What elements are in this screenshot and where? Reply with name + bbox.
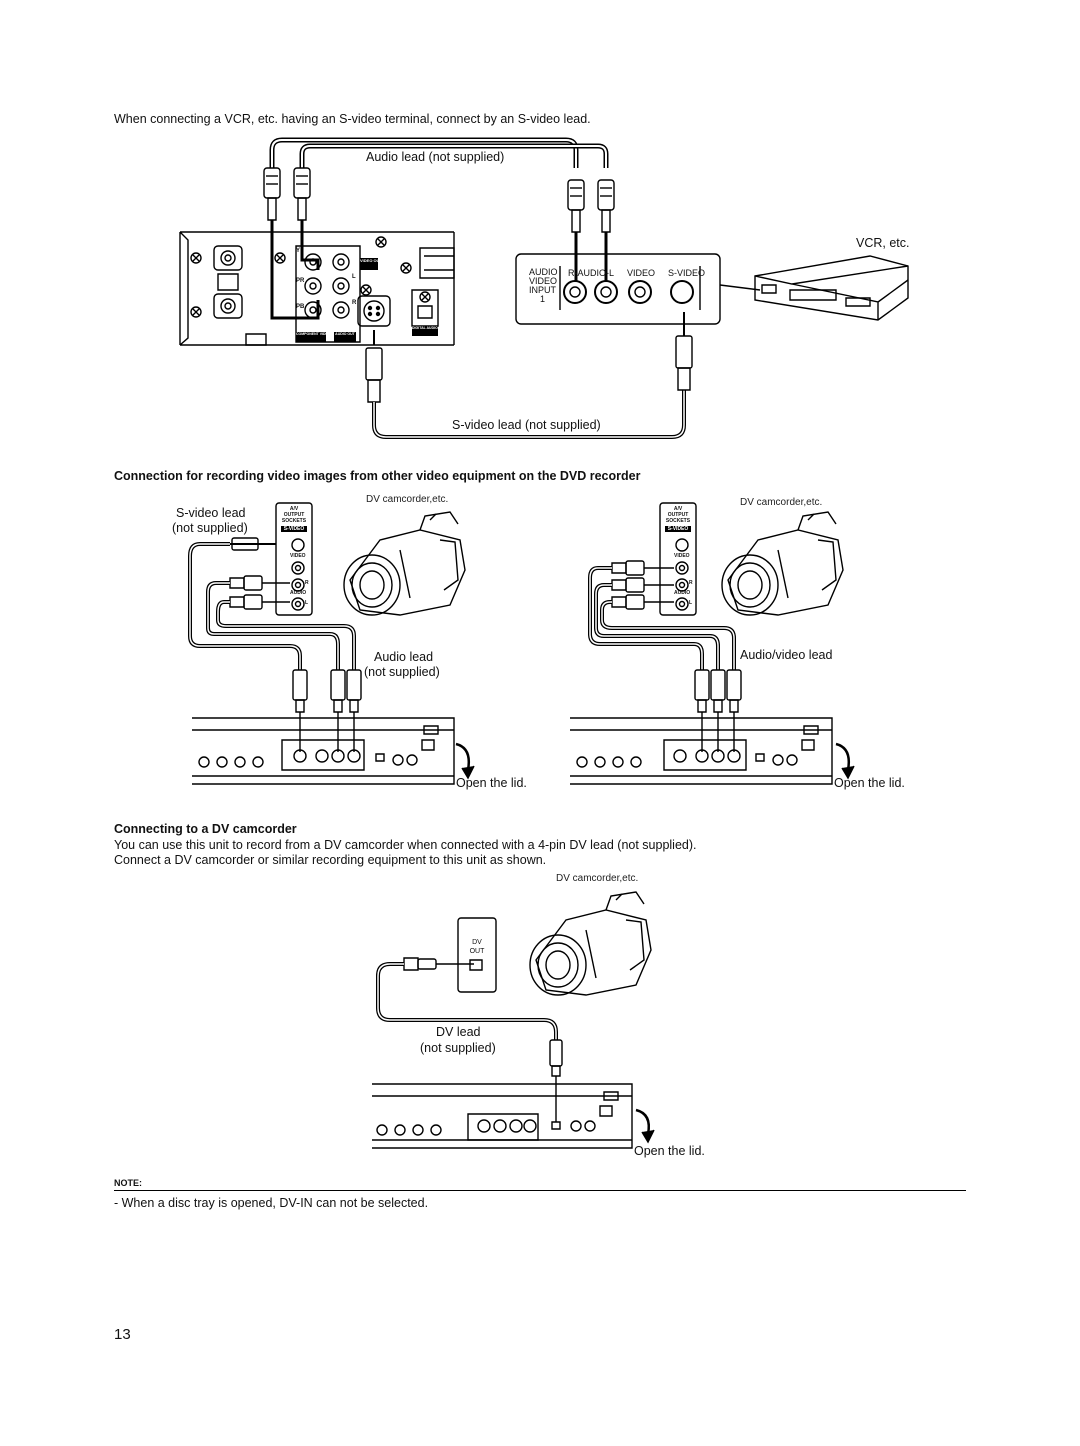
dv-out-label: DV OUT bbox=[469, 939, 485, 955]
av-r-right: R bbox=[689, 580, 693, 586]
dv-camcorder-label-right: DV camcorder,etc. bbox=[740, 497, 823, 508]
dv-text-line2: Connect a DV camcorder or similar record… bbox=[114, 853, 547, 867]
av-video-left: VIDEO bbox=[290, 553, 306, 559]
av-r-left: R bbox=[305, 580, 309, 586]
video-out-label: VIDEO OUT bbox=[360, 258, 382, 270]
digital-out-label: DIGITAL AUDIO OUT bbox=[412, 326, 446, 336]
av-audio-left: AUDIO bbox=[290, 590, 307, 596]
av-l-left: L bbox=[305, 600, 309, 606]
vcr-label: VCR, etc. bbox=[856, 236, 910, 250]
av-sockets-right: A/V OUTPUT SOCKETS S-VIDEO bbox=[665, 506, 691, 532]
note-divider bbox=[114, 1190, 966, 1191]
audio-not-supplied-label: (not supplied) bbox=[364, 665, 440, 679]
y-label: Y bbox=[296, 248, 301, 254]
audio-lead-label-2: Audio lead bbox=[374, 650, 434, 664]
recording-heading: Connection for recording video images fr… bbox=[114, 469, 641, 483]
open-lid-label-left: Open the lid. bbox=[456, 776, 527, 790]
svideo-label: S-VIDEO bbox=[668, 268, 706, 278]
av-audio-right: AUDIO bbox=[674, 590, 691, 596]
note-item: - When a disc tray is opened, DV-IN can … bbox=[114, 1196, 429, 1210]
pb-label: PB bbox=[296, 304, 305, 310]
vcr-panel-labels: AUDIO VIDEO INPUT 1 bbox=[529, 267, 558, 304]
figure-dv-connection bbox=[0, 880, 1080, 1170]
dv-lead-label: DV lead bbox=[436, 1025, 481, 1039]
component-label: COMPONENT VIDEO OUT bbox=[296, 332, 339, 342]
audio-out-label: AUDIO OUT bbox=[334, 332, 356, 342]
svideo-lead-label: S-video lead (not supplied) bbox=[452, 418, 601, 432]
open-lid-label-right: Open the lid. bbox=[834, 776, 905, 790]
svideo-lead-label-2: S-video lead bbox=[176, 506, 246, 520]
not-supplied-label-2: (not supplied) bbox=[172, 521, 248, 535]
dv-camcorder-label-left: DV camcorder,etc. bbox=[366, 494, 449, 505]
intro-text: When connecting a VCR, etc. having an S-… bbox=[114, 112, 591, 126]
l-label: L bbox=[352, 274, 356, 280]
page-number: 13 bbox=[114, 1326, 131, 1343]
audio-lead-label: Audio lead (not supplied) bbox=[366, 150, 505, 164]
figure-camcorder-connection bbox=[0, 480, 1080, 810]
r-label: R bbox=[352, 300, 357, 306]
pr-label: PR bbox=[296, 278, 305, 284]
av-video-right: VIDEO bbox=[674, 553, 690, 559]
dv-camcorder-label-3: DV camcorder,etc. bbox=[556, 873, 639, 884]
av-sockets-left: A/V OUTPUT SOCKETS S-VIDEO bbox=[281, 506, 307, 532]
dv-not-supplied-label: (not supplied) bbox=[420, 1041, 496, 1055]
note-label: NOTE: bbox=[114, 1178, 142, 1188]
av-l-right: L bbox=[689, 600, 693, 606]
audio-video-lead-label: Audio/video lead bbox=[740, 648, 833, 662]
open-lid-label-3: Open the lid. bbox=[634, 1144, 705, 1158]
video-label: VIDEO bbox=[627, 268, 656, 278]
r-audio-l-label: R-AUDIO-L bbox=[568, 268, 615, 278]
figure-vcr-connection bbox=[0, 0, 1080, 450]
dv-text-line1: You can use this unit to record from a D… bbox=[114, 838, 697, 852]
dv-heading: Connecting to a DV camcorder bbox=[114, 822, 297, 836]
